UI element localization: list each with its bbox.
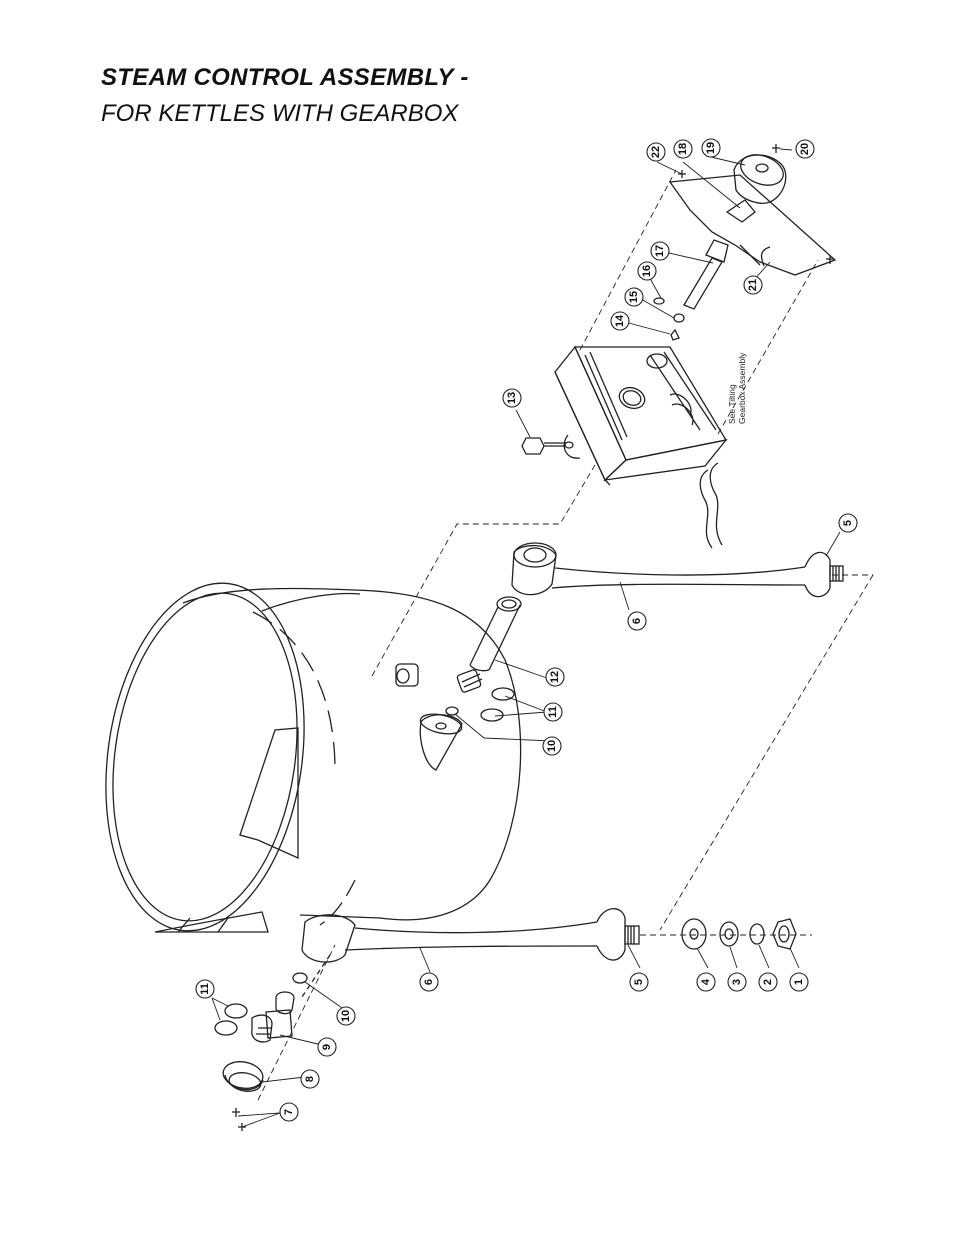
gearbox-note-line1: See Tilting — [727, 384, 737, 424]
callout-circle — [300, 1069, 320, 1089]
callout-number: 11 — [547, 706, 559, 718]
callout-c5a: 5 — [838, 513, 858, 533]
callout-number: 13 — [506, 392, 518, 404]
callout-circle — [701, 138, 721, 158]
callout-c15: 15 — [624, 287, 644, 307]
callout-number: 22 — [650, 146, 662, 158]
callout-number: 10 — [340, 1010, 352, 1022]
callout-c21: 21 — [743, 275, 763, 295]
callout-c11a: 11 — [543, 702, 563, 722]
callout-circle — [650, 241, 670, 261]
callout-circle — [629, 972, 649, 992]
callout-number: 5 — [633, 979, 645, 985]
callout-number: 20 — [799, 143, 811, 155]
callout-number: 21 — [747, 279, 759, 291]
callout-circle — [727, 972, 747, 992]
callout-circle — [696, 972, 716, 992]
callout-circle — [502, 388, 522, 408]
callout-circle — [195, 979, 215, 999]
callout-c14: 14 — [610, 311, 630, 331]
callout-number: 8 — [304, 1076, 316, 1082]
callout-number: 2 — [762, 979, 774, 985]
callout-number: 19 — [705, 142, 717, 154]
callout-number: 11 — [199, 983, 211, 995]
callout-circle — [838, 513, 858, 533]
hardware-stack — [681, 918, 797, 950]
callout-c12: 12 — [545, 667, 565, 687]
callout-circle — [542, 736, 562, 756]
callout-c7: 7 — [279, 1102, 299, 1122]
callout-c13: 13 — [502, 388, 522, 408]
callout-c22: 22 — [646, 142, 666, 162]
callout-circle — [336, 1006, 356, 1026]
callout-circle — [789, 972, 809, 992]
callout-circle — [795, 139, 815, 159]
control-shaft-parts — [653, 144, 837, 341]
callout-c5b: 5 — [629, 972, 649, 992]
callout-number: 16 — [641, 265, 653, 277]
callout-c17: 17 — [650, 241, 670, 261]
callout-circle — [627, 611, 647, 631]
callout-circle — [646, 142, 666, 162]
callout-c4: 4 — [696, 972, 716, 992]
callout-c11b: 11 — [195, 979, 215, 999]
callout-circle — [758, 972, 778, 992]
callout-number: 4 — [700, 978, 712, 985]
callout-circle — [545, 667, 565, 687]
part-13-bolt — [521, 437, 574, 455]
gearbox-housing — [554, 345, 728, 549]
callout-circle — [637, 261, 657, 281]
callout-number: 15 — [628, 291, 640, 303]
gearbox-note-line2: Gearbox Assembly — [737, 352, 747, 424]
callout-c8: 8 — [300, 1069, 320, 1089]
callout-circle — [673, 139, 693, 159]
callout-c1: 1 — [789, 972, 809, 992]
callout-number: 17 — [654, 245, 666, 257]
callout-circle — [543, 702, 563, 722]
page-title: STEAM CONTROL ASSEMBLY - — [101, 64, 469, 91]
callout-c10b: 10 — [336, 1006, 356, 1026]
callout-number: 10 — [546, 740, 558, 752]
callout-number: 1 — [793, 979, 805, 985]
callout-c6b: 6 — [419, 972, 439, 992]
callout-number: 9 — [321, 1044, 333, 1050]
callout-number: 5 — [842, 520, 854, 526]
callout-c9: 9 — [317, 1037, 337, 1057]
gearbox-note: See Tilting Gearbox Assembly — [727, 352, 747, 424]
callout-c3: 3 — [727, 972, 747, 992]
callout-c16: 16 — [637, 261, 657, 281]
callout-c18: 18 — [673, 139, 693, 159]
top-pipe-arm — [511, 542, 844, 598]
callout-c10a: 10 — [542, 736, 562, 756]
callout-c20: 20 — [795, 139, 815, 159]
kettle-body — [105, 582, 522, 933]
bottom-pipe-arm — [299, 908, 640, 1001]
callout-c6a: 6 — [627, 611, 647, 631]
callout-number: 18 — [677, 143, 689, 155]
callout-c2: 2 — [758, 972, 778, 992]
callout-circle — [610, 311, 630, 331]
callout-number: 6 — [631, 618, 643, 624]
valve-assembly — [214, 972, 308, 1131]
callout-circle — [419, 972, 439, 992]
callout-number: 7 — [283, 1109, 295, 1115]
assembly-guide-lines — [257, 169, 874, 1101]
callout-circle — [624, 287, 644, 307]
part-12-tube — [445, 596, 522, 722]
callout-circle — [743, 275, 763, 295]
callout-c19: 19 — [701, 138, 721, 158]
callout-number: 14 — [614, 314, 626, 327]
page-subtitle: FOR KETTLES WITH GEARBOX — [101, 100, 459, 127]
callout-number: 6 — [423, 979, 435, 985]
callout-number: 12 — [549, 671, 561, 683]
callout-circle — [317, 1037, 337, 1057]
callout-number: 3 — [731, 979, 743, 985]
callout-circle — [279, 1102, 299, 1122]
